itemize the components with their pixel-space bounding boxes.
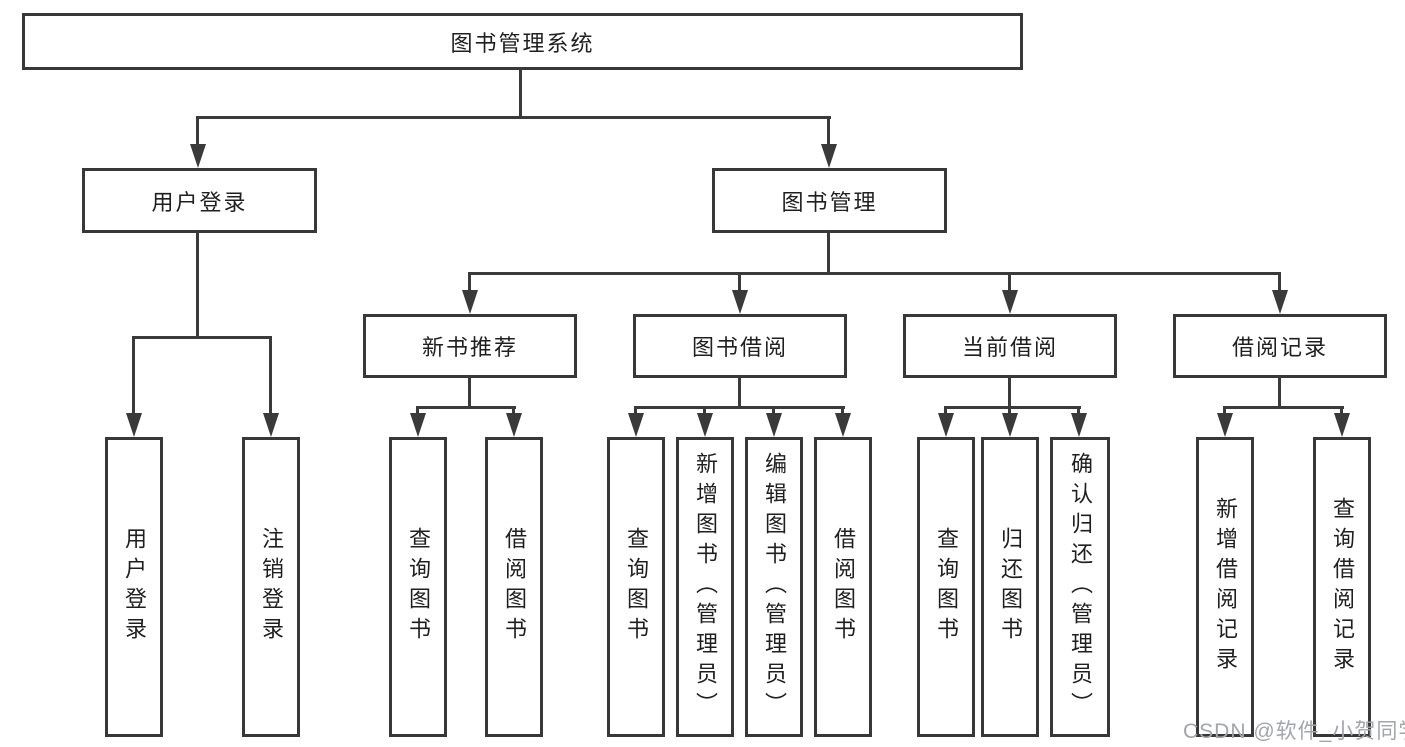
leaf-label: 借阅图书 [831,527,856,647]
node-leaf-query-books-current: 查询图书 [917,437,975,737]
leaf-label: 注销登录 [259,527,284,647]
leaf-label: 归还图书 [998,527,1023,647]
connector-arrowhead [263,413,279,437]
connector-arrowhead [732,290,748,314]
connector-line [468,272,471,292]
connector-line [827,231,830,275]
connector-line [132,336,272,339]
connector-line [269,336,272,416]
node-leaf-add-borrow-record: 新增借阅记录 [1196,437,1254,737]
leaf-label: 用户登录 [122,527,147,647]
connector-line [196,231,199,339]
node-borrow-records: 借阅记录 [1173,314,1387,378]
connector-line [1008,406,1011,416]
connector-line [944,406,1081,409]
connector-arrowhead [835,413,851,437]
connector-line [1278,375,1281,409]
node-leaf-user-login: 用户登录 [105,437,163,737]
connector-line [468,375,471,409]
connector-line [1223,406,1344,409]
connector-arrowhead [697,413,713,437]
connector-line [1008,375,1011,409]
node-leaf-logout: 注销登录 [242,437,300,737]
connector-line [416,406,419,416]
node-leaf-return-book: 归还图书 [981,437,1039,737]
connector-line [827,116,830,148]
connector-arrowhead [1002,290,1018,314]
connector-line [416,406,516,409]
node-book-borrow: 图书借阅 [633,314,847,378]
leaf-label: 新增借阅记录 [1213,497,1238,677]
connector-line [1278,272,1281,292]
connector-line [1008,272,1011,292]
node-leaf-edit-book-admin: 编辑图书（管理员） [745,437,803,737]
connector-line [1077,406,1080,416]
connector-line [772,406,775,416]
node-root: 图书管理系统 [22,13,1023,70]
node-leaf-borrow-books: 借阅图书 [814,437,872,737]
connector-line [196,116,831,119]
connector-line [738,375,741,409]
connector-arrowhead [410,413,426,437]
node-user-login: 用户登录 [82,168,317,233]
connector-line [944,406,947,416]
connector-arrowhead [938,413,954,437]
connector-arrowhead [1334,413,1350,437]
connector-arrowhead [462,290,478,314]
connector-line [132,336,135,416]
connector-arrowhead [1217,413,1233,437]
connector-arrowhead [1272,290,1288,314]
leaf-label: 查询借阅记录 [1330,497,1355,677]
connector-line [634,406,845,409]
leaf-label: 借阅图书 [502,527,527,647]
node-leaf-borrow-books-recommend: 借阅图书 [485,437,543,737]
connector-line [512,406,515,416]
node-leaf-query-books-recommend: 查询图书 [389,437,447,737]
connector-arrowhead [821,144,837,168]
connector-arrowhead [190,144,206,168]
connector-line [703,406,706,416]
connector-arrowhead [1002,413,1018,437]
node-leaf-query-books-borrow: 查询图书 [607,437,665,737]
leaf-label: 新增图书（管理员） [693,452,718,722]
leaf-label: 编辑图书（管理员） [762,452,787,722]
connector-line [196,116,199,148]
leaf-label: 查询图书 [934,527,959,647]
leaf-label: 查询图书 [406,527,431,647]
connector-line [1223,406,1226,416]
watermark: CSDN @软件_小贺同学 [1183,720,1405,743]
connector-arrowhead [126,413,142,437]
connector-arrowhead [766,413,782,437]
leaf-label: 查询图书 [624,527,649,647]
connector-arrowhead [1071,413,1087,437]
connector-line [1340,406,1343,416]
connector-line [738,272,741,292]
node-leaf-add-book-admin: 新增图书（管理员） [676,437,734,737]
node-leaf-confirm-return-admin: 确认归还（管理员） [1050,437,1110,737]
node-book-management: 图书管理 [712,168,947,233]
connector-arrowhead [628,413,644,437]
connector-line [519,67,522,119]
connector-line [634,406,637,416]
node-new-book-recommend: 新书推荐 [363,314,577,378]
connector-arrowhead [506,413,522,437]
connector-line [468,272,1281,275]
node-current-borrow: 当前借阅 [903,314,1117,378]
node-leaf-query-borrow-record: 查询借阅记录 [1313,437,1371,737]
connector-line [841,406,844,416]
leaf-label: 确认归还（管理员） [1068,452,1093,722]
